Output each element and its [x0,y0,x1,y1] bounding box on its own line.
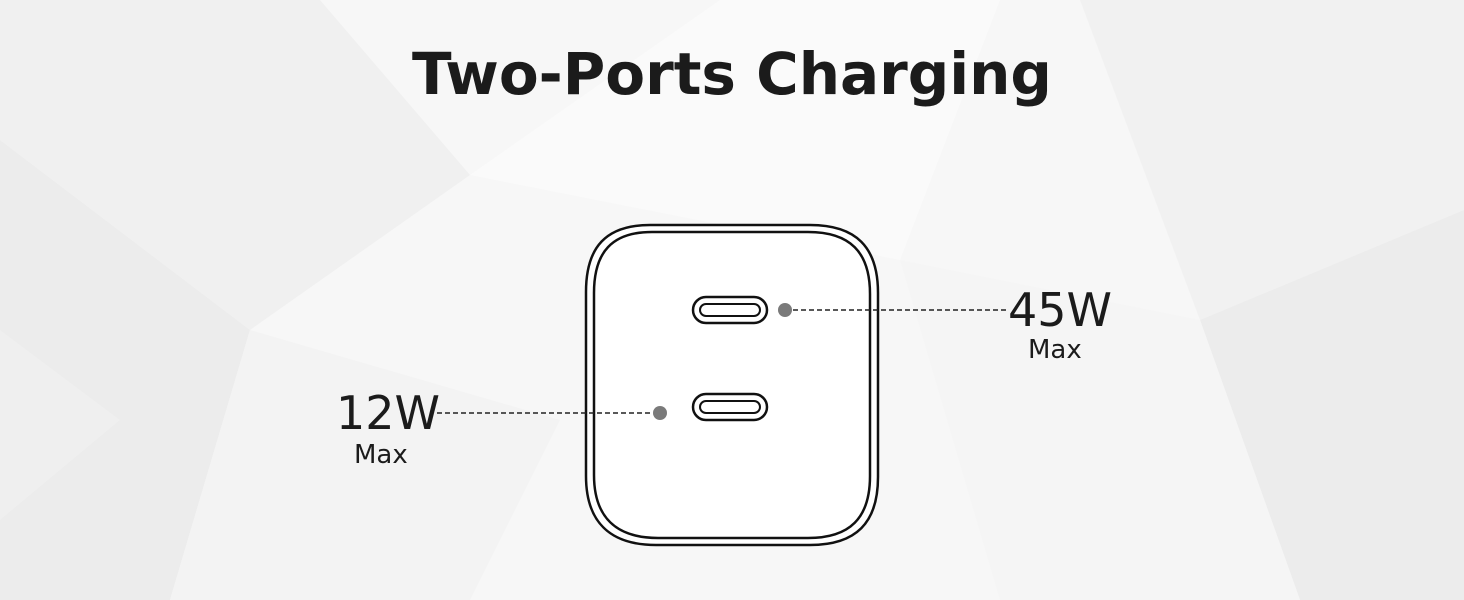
page-title: Two-Ports Charging [412,40,1052,108]
port-top-power-value: 45W [1008,283,1113,337]
usb-c-port-bottom [691,392,769,422]
port-bottom-power-unit: Max [354,440,408,470]
callout-dot-bottom [653,406,667,420]
port-top-power-unit: Max [1028,335,1082,365]
usb-c-port-top [691,295,769,325]
charger-outer-outline [584,223,880,547]
callout-dot-top [778,303,792,317]
charger-inner-outline [592,230,872,540]
port-bottom-power-value: 12W [336,386,441,440]
